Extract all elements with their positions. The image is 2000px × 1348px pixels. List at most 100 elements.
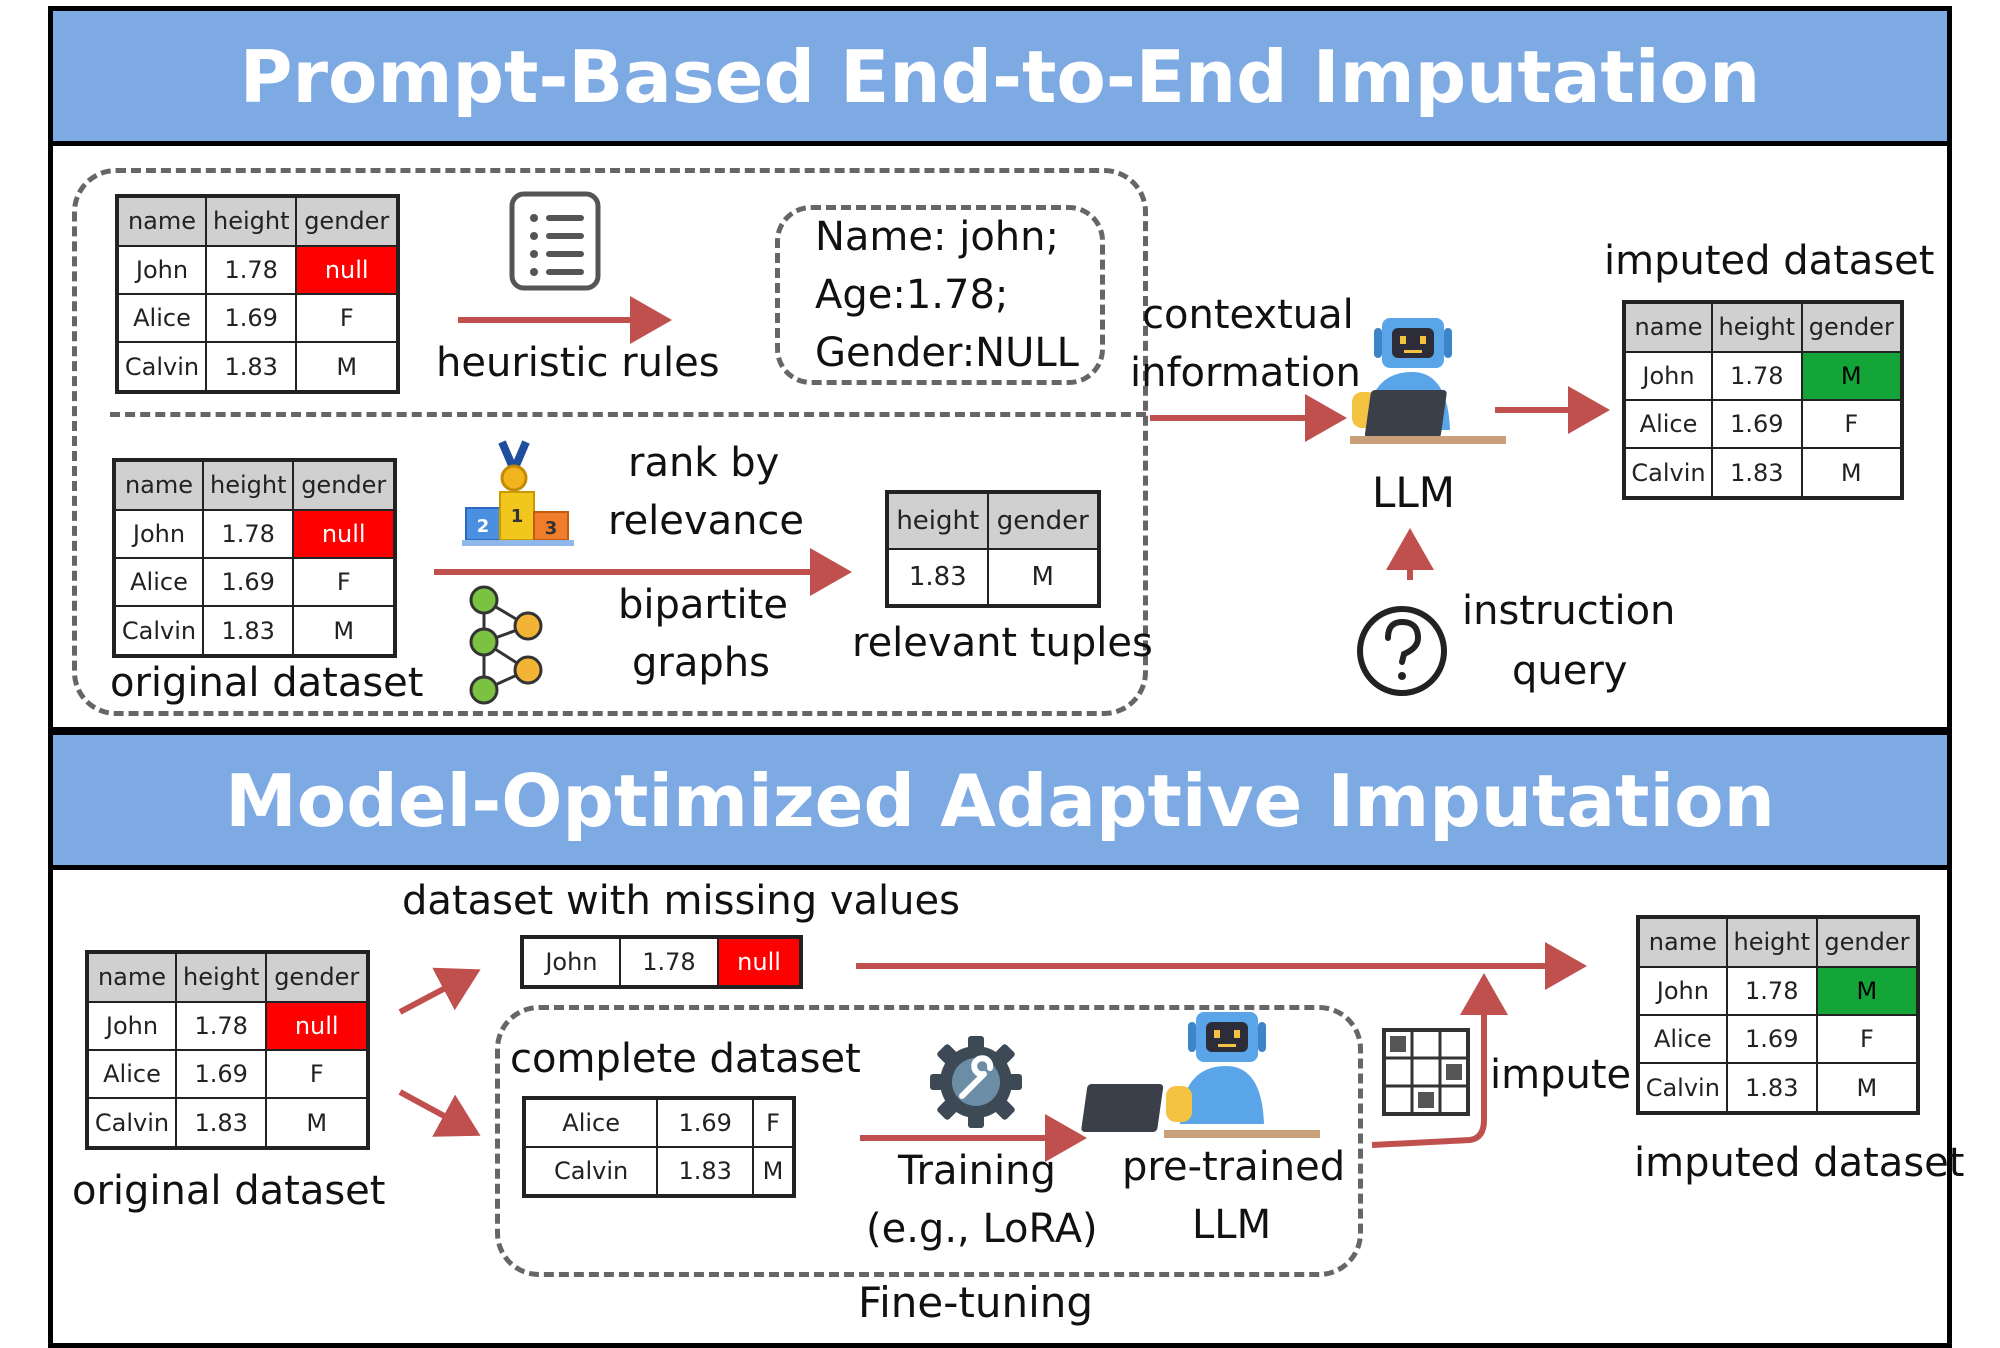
cell: M (265, 1097, 369, 1149)
cell: 1.78 (174, 1000, 268, 1051)
cell: Alice (86, 1048, 177, 1100)
null-cell: null (717, 936, 802, 988)
cell: Alice (116, 292, 207, 344)
complete-dataset-table: Alice 1.69 F Calvin 1.83 M (522, 1096, 796, 1198)
cell: 1.78 (1711, 350, 1803, 401)
cell: 1.83 (656, 1146, 755, 1197)
robot-pretrained-llm-icon (1081, 1012, 1320, 1138)
table-row: Calvin 1.83 M (1622, 447, 1904, 499)
cell: Calvin (1637, 1062, 1728, 1114)
contextual-label: contextual (1142, 292, 1354, 338)
table-row: Alice 1.69 F (86, 1048, 369, 1100)
lora-label: (e.g., LoRA) (866, 1206, 1098, 1252)
prompt-box (775, 205, 1105, 385)
table-row: John 1.78 null (116, 244, 399, 295)
section1-banner: Prompt-Based End-to-End Imputation (48, 6, 1952, 146)
gear-wrench-icon (930, 1036, 1022, 1128)
cell: Alice (522, 1097, 659, 1148)
cell: Calvin (86, 1097, 177, 1149)
cell: 1.83 (174, 1097, 268, 1149)
cell: John (113, 508, 204, 559)
complete-dataset-label: complete dataset (510, 1036, 861, 1082)
relevance-label: relevance (608, 498, 805, 544)
retrieval-group-divider (110, 412, 1146, 417)
cell: 1.83 (201, 605, 295, 657)
header-name: name (86, 951, 177, 1003)
cell: F (265, 1048, 369, 1100)
training-label: Training (898, 1148, 1056, 1194)
table-row: John 1.78 null (521, 936, 802, 988)
original-dataset-label-2: original dataset (72, 1168, 386, 1214)
original-table-section2: name height gender John 1.78 null Alice … (85, 950, 370, 1150)
bipartite-label: bipartite (618, 582, 788, 628)
null-cell: null (292, 508, 396, 559)
missing-values-label: dataset with missing values (402, 878, 960, 924)
header-height: height (174, 951, 268, 1003)
prompt-line-age: Age:1.78; (815, 272, 1009, 318)
cell: F (295, 292, 399, 344)
cell: M (1800, 447, 1904, 499)
heuristic-rules-label: heuristic rules (436, 340, 720, 386)
finetuning-label: Fine-tuning (858, 1278, 1094, 1327)
cell: M (295, 341, 399, 393)
section1-title: Prompt-Based End-to-End Imputation (239, 35, 1761, 119)
header-height: height (201, 459, 295, 511)
medal-podium-icon: 2 1 3 (462, 440, 574, 546)
robot-llm-icon (1350, 318, 1506, 444)
table-row: Alice 1.69 F (116, 292, 399, 344)
cell: 1.78 (618, 936, 720, 988)
table-row: Calvin 1.83 M (522, 1146, 795, 1197)
table-row: Alice 1.69 F (113, 556, 396, 608)
header-gender: gender (292, 459, 396, 511)
instruction-label: instruction (1462, 588, 1676, 634)
imputed-cell: M (1815, 965, 1920, 1016)
cell: M (1815, 1062, 1920, 1114)
medal-digit-2: 2 (477, 516, 490, 537)
cell: John (86, 1000, 177, 1051)
table-row: 1.83 M (886, 548, 1101, 607)
cell: F (752, 1097, 795, 1148)
header-name: name (116, 195, 207, 247)
cell: 1.78 (201, 508, 295, 559)
header-gender: gender (295, 195, 399, 247)
grid-matrix-icon (1382, 1028, 1470, 1116)
null-cell: null (295, 244, 399, 295)
cell: M (986, 548, 1101, 607)
cell: F (1815, 1013, 1920, 1065)
relevant-tuples-label: relevant tuples (852, 620, 1153, 666)
header-gender: gender (986, 491, 1101, 550)
cell: 1.69 (174, 1048, 268, 1100)
header-name: name (1622, 301, 1714, 353)
list-document-icon (509, 191, 601, 291)
cell: 1.83 (886, 548, 989, 607)
table-row: Alice 1.69 F (1622, 398, 1904, 450)
cell: 1.78 (204, 244, 298, 295)
table-row: Calvin 1.83 M (1637, 1062, 1920, 1114)
query-label: query (1512, 648, 1628, 694)
cell: John (521, 936, 621, 988)
bipartite-graph-icon (469, 585, 543, 705)
medal-digit-1: 1 (511, 506, 524, 527)
cell: 1.78 (1725, 965, 1818, 1016)
prompt-line-gender: Gender:NULL (815, 330, 1079, 376)
section2-banner: Model-Optimized Adaptive Imputation (48, 730, 1952, 870)
arrow-to-complete (398, 1089, 481, 1137)
table-row: Calvin 1.83 M (86, 1097, 369, 1149)
medal-digit-3: 3 (545, 518, 558, 539)
retrieval-group-outline (72, 168, 1148, 716)
table-row: Calvin 1.83 M (116, 341, 399, 393)
information-label: information (1130, 350, 1361, 396)
imputed-cell: M (1800, 350, 1904, 401)
header-name: name (1637, 916, 1728, 968)
imputed-table-top: name height gender John 1.78 M Alice 1.6… (1622, 300, 1904, 500)
table-row: John 1.78 M (1637, 965, 1920, 1016)
header-height: height (204, 195, 298, 247)
cell: John (1622, 350, 1714, 401)
cell: Alice (1622, 398, 1714, 450)
missing-values-row: John 1.78 null (520, 935, 803, 989)
cell: F (1800, 398, 1904, 450)
null-cell: null (265, 1000, 369, 1051)
table-row: John 1.78 null (86, 1000, 369, 1051)
cell: 1.69 (1711, 398, 1803, 450)
